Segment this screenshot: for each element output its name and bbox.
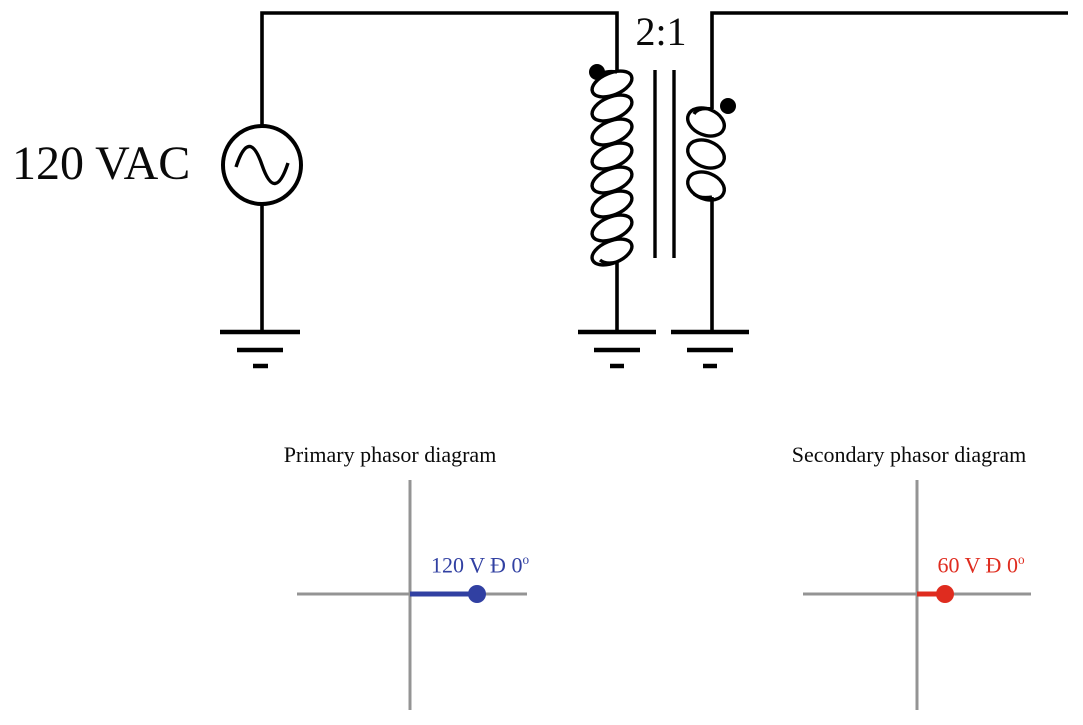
wires: [260, 11, 1068, 332]
primary-phasor-value-label: 120 V Ð 0o: [431, 553, 529, 576]
primary-phasor-dot: [468, 585, 486, 603]
secondary-phasor-vector: [917, 585, 954, 603]
wire-source-to-primary-top: [260, 11, 619, 128]
primary-phasor-title: Primary phasor diagram: [283, 442, 497, 467]
secondary-phasor-degree-sup: o: [1017, 552, 1025, 567]
secondary-polarity-dot-icon: [720, 98, 736, 114]
primary-phasor-degree-sup: o: [522, 552, 530, 567]
secondary-phasor-dot: [936, 585, 954, 603]
turns-ratio-label: 2:1: [635, 9, 687, 54]
secondary-bottom-hook: [692, 192, 713, 200]
wire-secondary-top: [710, 11, 1068, 109]
ac-source-circle: [221, 124, 303, 206]
source-voltage-label: 120 VAC: [12, 137, 191, 190]
sine-wave-icon: [234, 144, 290, 186]
ground-source-icon: [220, 329, 300, 369]
ac-source: [221, 124, 303, 206]
ground-secondary-icon: [671, 329, 749, 369]
primary-polarity-dot-icon: [589, 64, 605, 80]
secondary-phasor-value-label: 60 V Ð 0o: [937, 553, 1024, 576]
ground-primary-icon: [578, 329, 656, 369]
ground-symbols: [220, 329, 749, 369]
primary-phasor-value-text: 120 V Ð 0: [430, 552, 523, 578]
secondary-phasor-title: Secondary phasor diagram: [791, 442, 1027, 467]
transformer-core: [653, 70, 676, 258]
primary-bottom-hook: [598, 258, 618, 265]
primary-phasor-vector: [410, 585, 486, 603]
secondary-winding: [686, 106, 726, 202]
secondary-phasor-value-text: 60 V Ð 0: [937, 552, 1018, 578]
primary-winding: [590, 69, 634, 267]
transformer: [589, 64, 736, 267]
